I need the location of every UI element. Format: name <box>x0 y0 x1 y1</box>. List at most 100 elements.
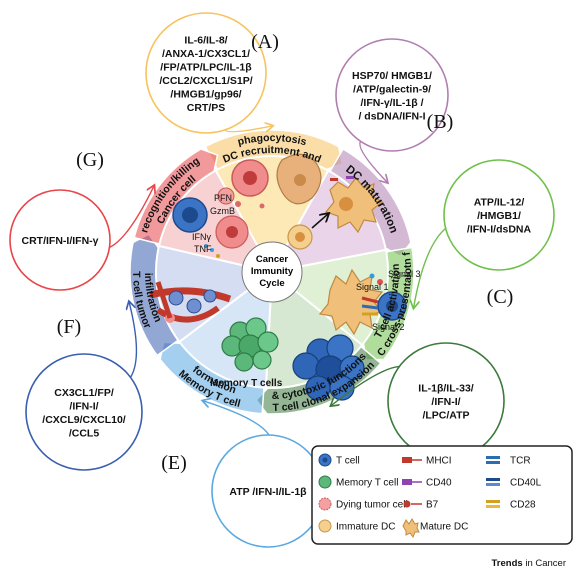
factor-text-f-2: /IFN-I/ <box>69 400 98 412</box>
cd40-icon <box>402 479 422 485</box>
legend-label: Dying tumor cell <box>336 500 408 511</box>
legend-item: CD40L <box>486 478 542 489</box>
legend-item: Memory T cell <box>318 475 398 489</box>
factor-text-c-3: /IFN-I/dsDNA <box>467 224 532 236</box>
gzmb-label: GzmB <box>210 206 235 216</box>
factor-text-b-3: /IFN-γ/IL-1β / <box>361 97 424 109</box>
connector-arrow-e <box>203 401 270 436</box>
factor-text-g-1: CRT/IFN-I/IFN-γ <box>22 235 99 247</box>
factor-text-a-6: CRT/PS <box>187 102 226 114</box>
legend-label: Immature DC <box>336 522 395 533</box>
memory-t-cell-icon <box>318 475 332 489</box>
b7-icon <box>403 500 422 508</box>
factor-text-a-2: /ANXA-1/CX3CL1/ <box>162 48 250 60</box>
sector-b-cells <box>287 176 384 250</box>
stage-letter-a: (A) <box>251 31 279 53</box>
stage-letter-b: (B) <box>427 111 454 133</box>
factor-text-f-3: /CXCL9/CXCL10/ <box>42 414 126 426</box>
legend-label: CD40 <box>426 478 452 489</box>
factor-bubble-f: CX3CL1/FP//IFN-I/ /CXCL9/CXCL10//CCL5 <box>25 302 143 471</box>
factor-bubble-c: ATP/IL-12//HMGB1/ /IFN-I/dsDNA <box>414 159 555 307</box>
factor-text-a-3: /FP/ATP/LPC/IL-1β <box>160 61 252 73</box>
t-cell-icon <box>318 453 332 467</box>
factor-text-a-1: IL-6/IL-8/ <box>184 34 227 46</box>
sector-c-cells: Signal 3 Signal 1 Signal 2 <box>318 268 421 336</box>
factor-bubble-e: ATP /IFN-I/IL-1β <box>203 401 325 548</box>
center-title-line-3: Cycle <box>259 278 284 289</box>
legend-label: TCR <box>510 456 531 467</box>
mature-dc-icon <box>402 518 420 539</box>
stage-letter-g: (G) <box>76 149 104 171</box>
legend-box <box>311 445 573 545</box>
factor-bubble-d: IL-1β/IL-33//IFN-I/ /LPC/ATP <box>331 342 505 460</box>
sector-e-cells: Memory T cells <box>210 317 283 389</box>
factor-text-d-3: /LPC/ATP <box>422 410 469 422</box>
legend-label: Mature DC <box>420 522 468 533</box>
connector-arrow-b <box>359 140 387 182</box>
ifng-label: IFNγ <box>192 232 211 242</box>
legend-label: CD40L <box>510 478 542 489</box>
dying-tumor-cell-icon <box>318 497 332 511</box>
factor-text-b-1: HSP70/ HMGB1/ <box>352 70 432 82</box>
factor-text-c-2: /HMGB1/ <box>477 210 521 222</box>
stage-letter-c: (C) <box>487 286 514 308</box>
memory-t-cells-label: Memory T cells <box>210 378 283 389</box>
signal-3-label: Signal 3 <box>388 269 421 279</box>
factor-text-b-4: / dsDNA/IFN-I <box>358 110 425 122</box>
factor-text-f-4: /CCL5 <box>69 427 99 439</box>
connector-arrow-d <box>331 365 400 405</box>
legend-item: Dying tumor cell <box>318 497 408 511</box>
immature-dc-icon <box>318 519 332 533</box>
factor-text-d-2: /IFN-I/ <box>431 396 460 408</box>
connector-arrow-a <box>224 126 272 133</box>
factor-text-f-1: CX3CL1/FP/ <box>54 387 114 399</box>
legend-label: Memory T cell <box>336 478 398 489</box>
signal-1-label: Signal 1 <box>356 282 389 292</box>
signal-2-label: Signal 2 <box>372 322 405 332</box>
connector-arrow-f <box>129 302 138 378</box>
legend-item: TCR <box>486 456 531 467</box>
cd40l-icon <box>486 478 500 486</box>
center-hub: Cancer Immunity Cycle <box>241 241 303 303</box>
legend: T cell MHCI TCR Memory T cell CD40 CD40L Dying… <box>311 445 573 545</box>
legend-label: B7 <box>426 500 439 511</box>
stage-letter-f: (F) <box>57 316 81 338</box>
factor-bubble-b: HSP70/ HMGB1//ATP/galectin-9/ /IFN-γ/IL-1… <box>335 38 449 182</box>
cd28-icon <box>486 500 500 508</box>
factor-text-e-1: ATP /IFN-I/IL-1β <box>229 486 307 498</box>
connector-arrow-g <box>109 186 153 249</box>
factor-text-b-2: /ATP/galectin-9/ <box>353 83 431 95</box>
factor-text-a-4: /CCL2/CXCL1/S1P/ <box>159 75 252 87</box>
connector-arrow-c <box>414 227 447 307</box>
stage-title-a-line-2: phagocytosis <box>236 132 307 148</box>
legend-item: CD40 <box>402 478 452 489</box>
legend-label: CD28 <box>510 500 536 511</box>
sector-a-cells <box>231 153 322 209</box>
center-title-line-2: Immunity <box>251 266 294 277</box>
factor-bubble-a: IL-6/IL-8/ /ANXA-1/CX3CL1//FP/ATP/LPC/IL-… <box>145 12 272 134</box>
footer-credit: Trends in Cancer <box>492 558 566 569</box>
tnf-label: TNF <box>194 244 212 254</box>
legend-label: T cell <box>336 456 360 467</box>
factor-bubble-g: CRT/IFN-I/IFN-γ <box>9 186 154 291</box>
factor-text-c-1: ATP/IL-12/ <box>474 197 525 209</box>
legend-item: T cell <box>318 453 360 467</box>
factor-text-d-1: IL-1β/IL-33/ <box>418 383 474 395</box>
tcr-icon <box>486 456 500 464</box>
sector-d-cells <box>292 334 365 401</box>
center-title-line-1: Cancer <box>256 254 289 265</box>
legend-label: MHCI <box>426 456 452 467</box>
legend-item: MHCI <box>402 456 452 467</box>
legend-item: CD28 <box>486 500 536 511</box>
factor-text-a-5: /HMGB1/gp96/ <box>170 88 241 100</box>
legend-item: Mature DC <box>402 518 468 539</box>
sector-g-cells: PFN GzmB IFNγ TNF <box>172 187 249 258</box>
legend-item: Immature DC <box>318 519 395 533</box>
mhci-icon <box>402 457 422 463</box>
sector-f-cells <box>149 281 232 323</box>
pfn-label: PFN <box>214 193 232 203</box>
legend-item: B7 <box>403 500 439 511</box>
stage-letter-e: (E) <box>161 452 187 474</box>
factor-bubbles: IL-6/IL-8/ /ANXA-1/CX3CL1//FP/ATP/LPC/IL-… <box>9 12 555 548</box>
